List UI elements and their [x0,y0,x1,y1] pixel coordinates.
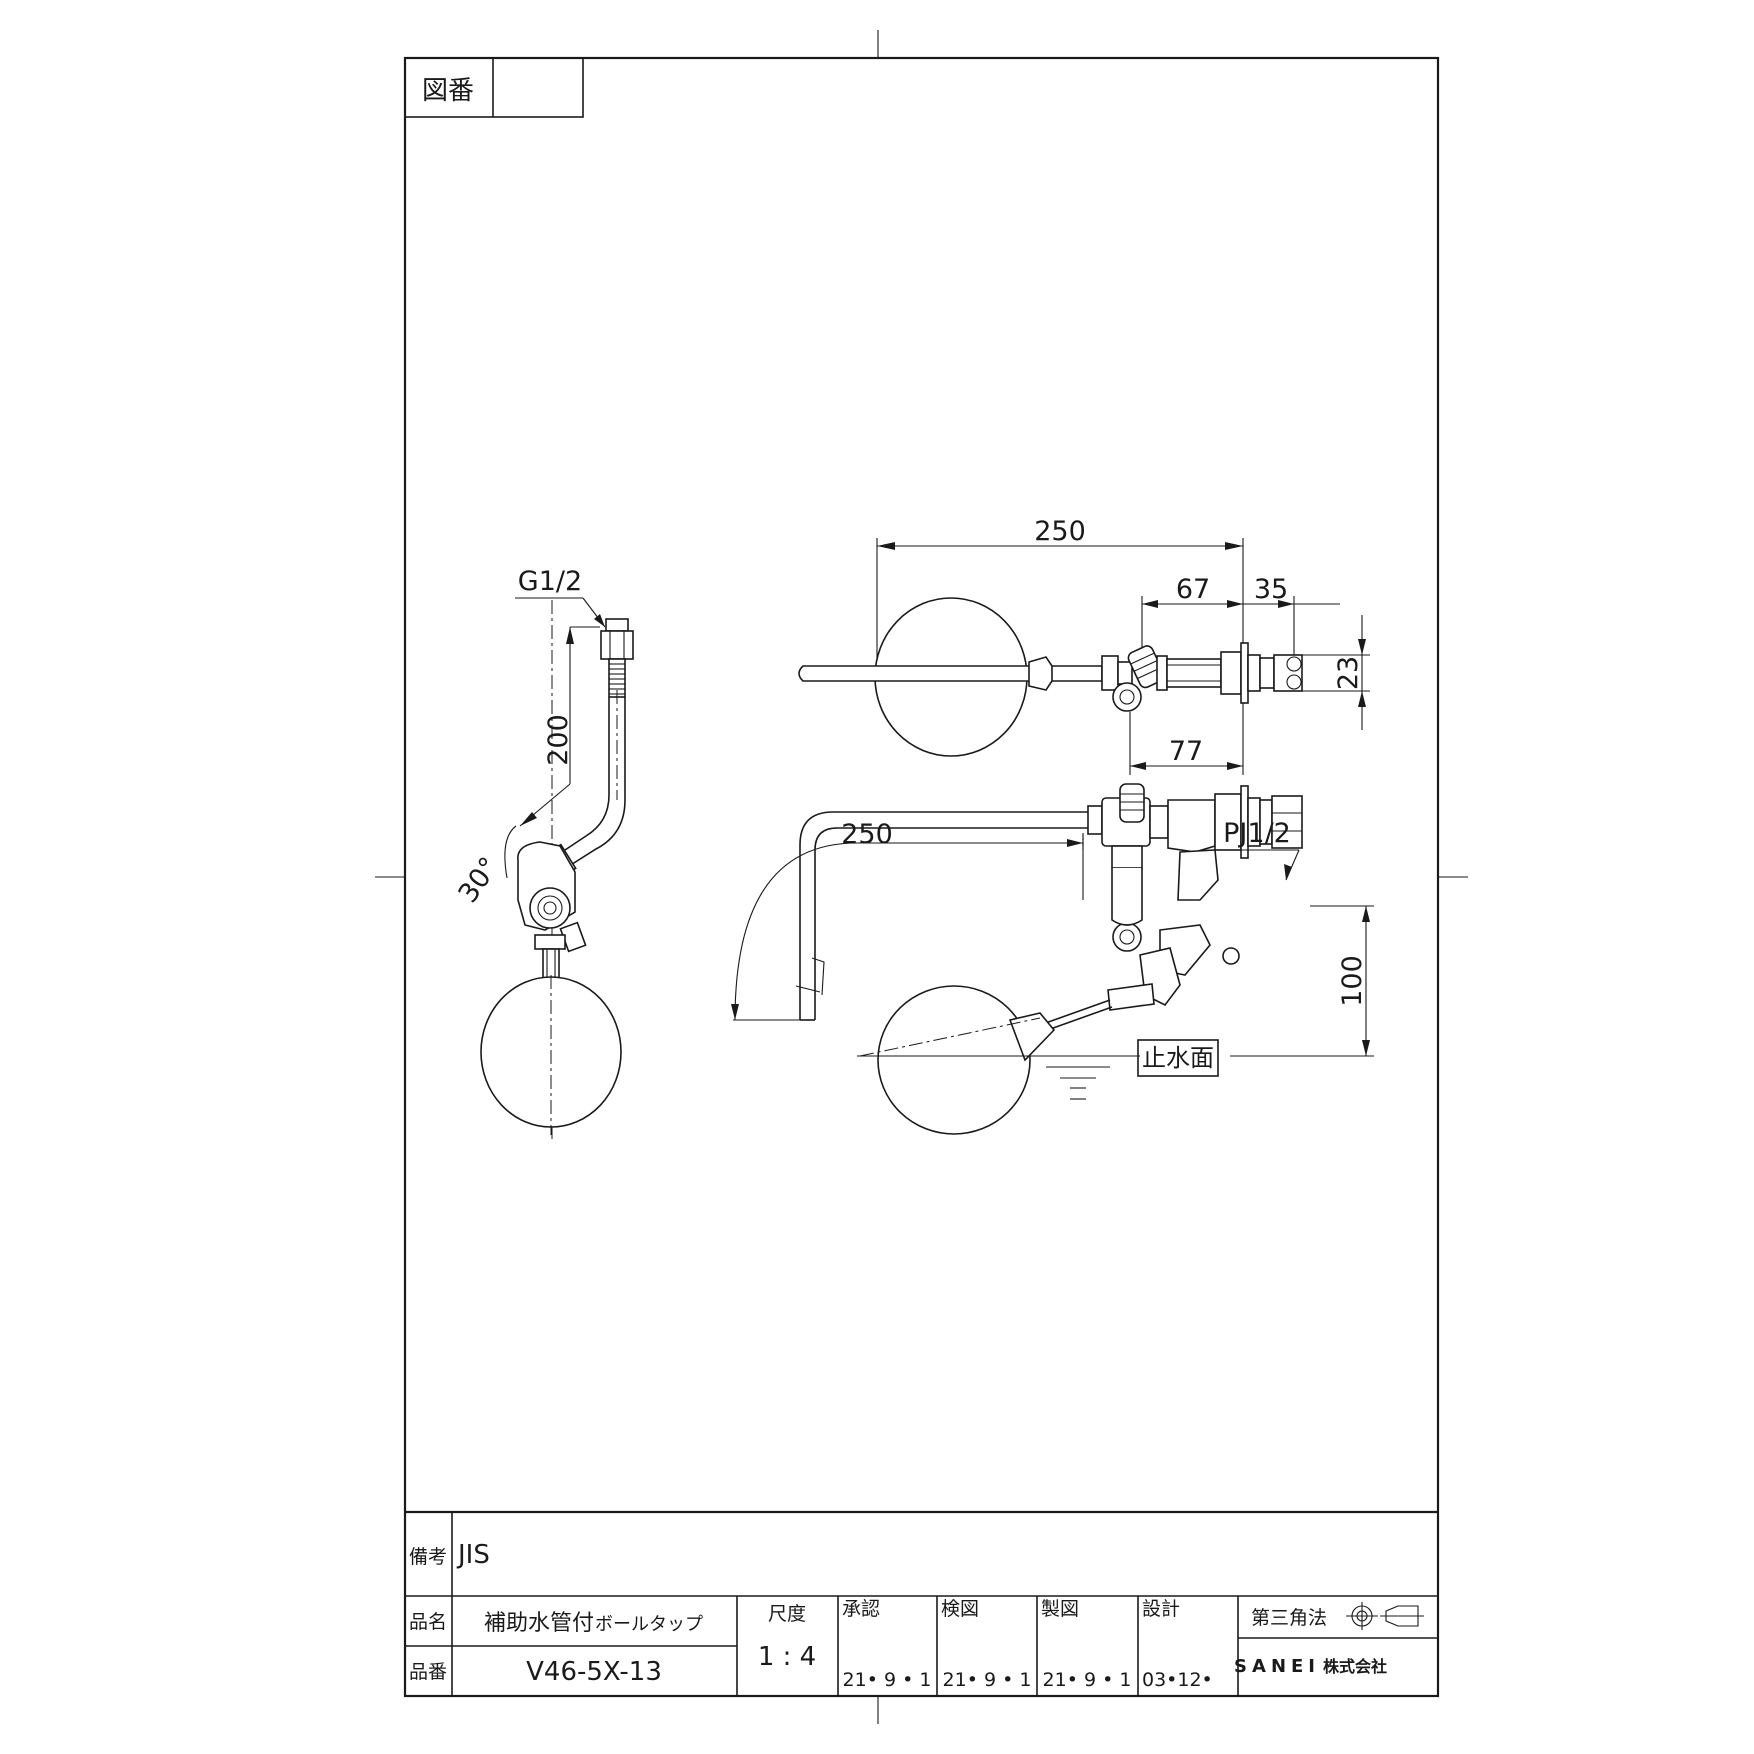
sheet-registration-marks [375,30,1468,1724]
product-name-small: ボールタップ [595,1614,703,1635]
projection-label: 第三角法 [1251,1607,1327,1629]
approved-date: 21• 9 • 1 [843,1669,932,1691]
top-67-label: 67 [1176,574,1210,605]
product-name-label: 品名 [409,1611,447,1633]
company-jp: 株式会社 [1323,1657,1387,1676]
top-view [798,597,1303,757]
front-view [795,783,1303,1135]
front-length-label: 250 [841,819,893,850]
top-23-label: 23 [1333,656,1364,690]
scale-label: 尺度 [768,1603,806,1625]
front-view-dimensions: 250 PJ1/2 100 止水面 [731,818,1374,1077]
third-angle-projection-icon [1346,1602,1424,1630]
approved-label: 承認 [842,1598,880,1620]
part-number-value: V46-5X-13 [526,1657,662,1687]
scale-value: 1 : 4 [758,1642,816,1672]
top-view-dimensions: 250 67 35 23 77 [876,516,1370,775]
drawing-number-label: 図番 [422,76,474,106]
top-77-label: 77 [1169,736,1203,767]
product-name-main: 補助水管付 [484,1611,594,1636]
drawn-date: 21• 9 • 1 [1043,1669,1132,1691]
front-height-label: 100 [1337,955,1368,1007]
water-stop-label: 止水面 [1142,1044,1214,1072]
side-view [480,600,634,1140]
side-angle-label: 30° [453,852,506,909]
designed-date: 03•12• [1142,1669,1213,1691]
checked-label: 検図 [941,1598,979,1620]
checked-date: 21• 9 • 1 [943,1669,1032,1691]
side-height-label: 200 [543,714,574,766]
title-block: 備考 JIS 品名 補助水管付 ボールタップ 品番 V46-5X-13 尺度 1… [405,1510,1438,1696]
drawing-frame [403,56,1440,1698]
drawn-label: 製図 [1041,1598,1079,1620]
designed-label: 設計 [1142,1598,1180,1620]
drawing-number-box: 図番 [404,57,584,118]
remarks-value: JIS [456,1540,490,1570]
top-35-label: 35 [1254,574,1288,605]
remarks-label: 備考 [409,1546,447,1568]
company-latin: SANEI [1234,1656,1320,1677]
front-thread-label: PJ1/2 [1223,818,1291,849]
top-length-label: 250 [1034,516,1086,547]
side-thread-label: G1/2 [518,566,582,597]
part-number-label: 品番 [409,1661,447,1683]
